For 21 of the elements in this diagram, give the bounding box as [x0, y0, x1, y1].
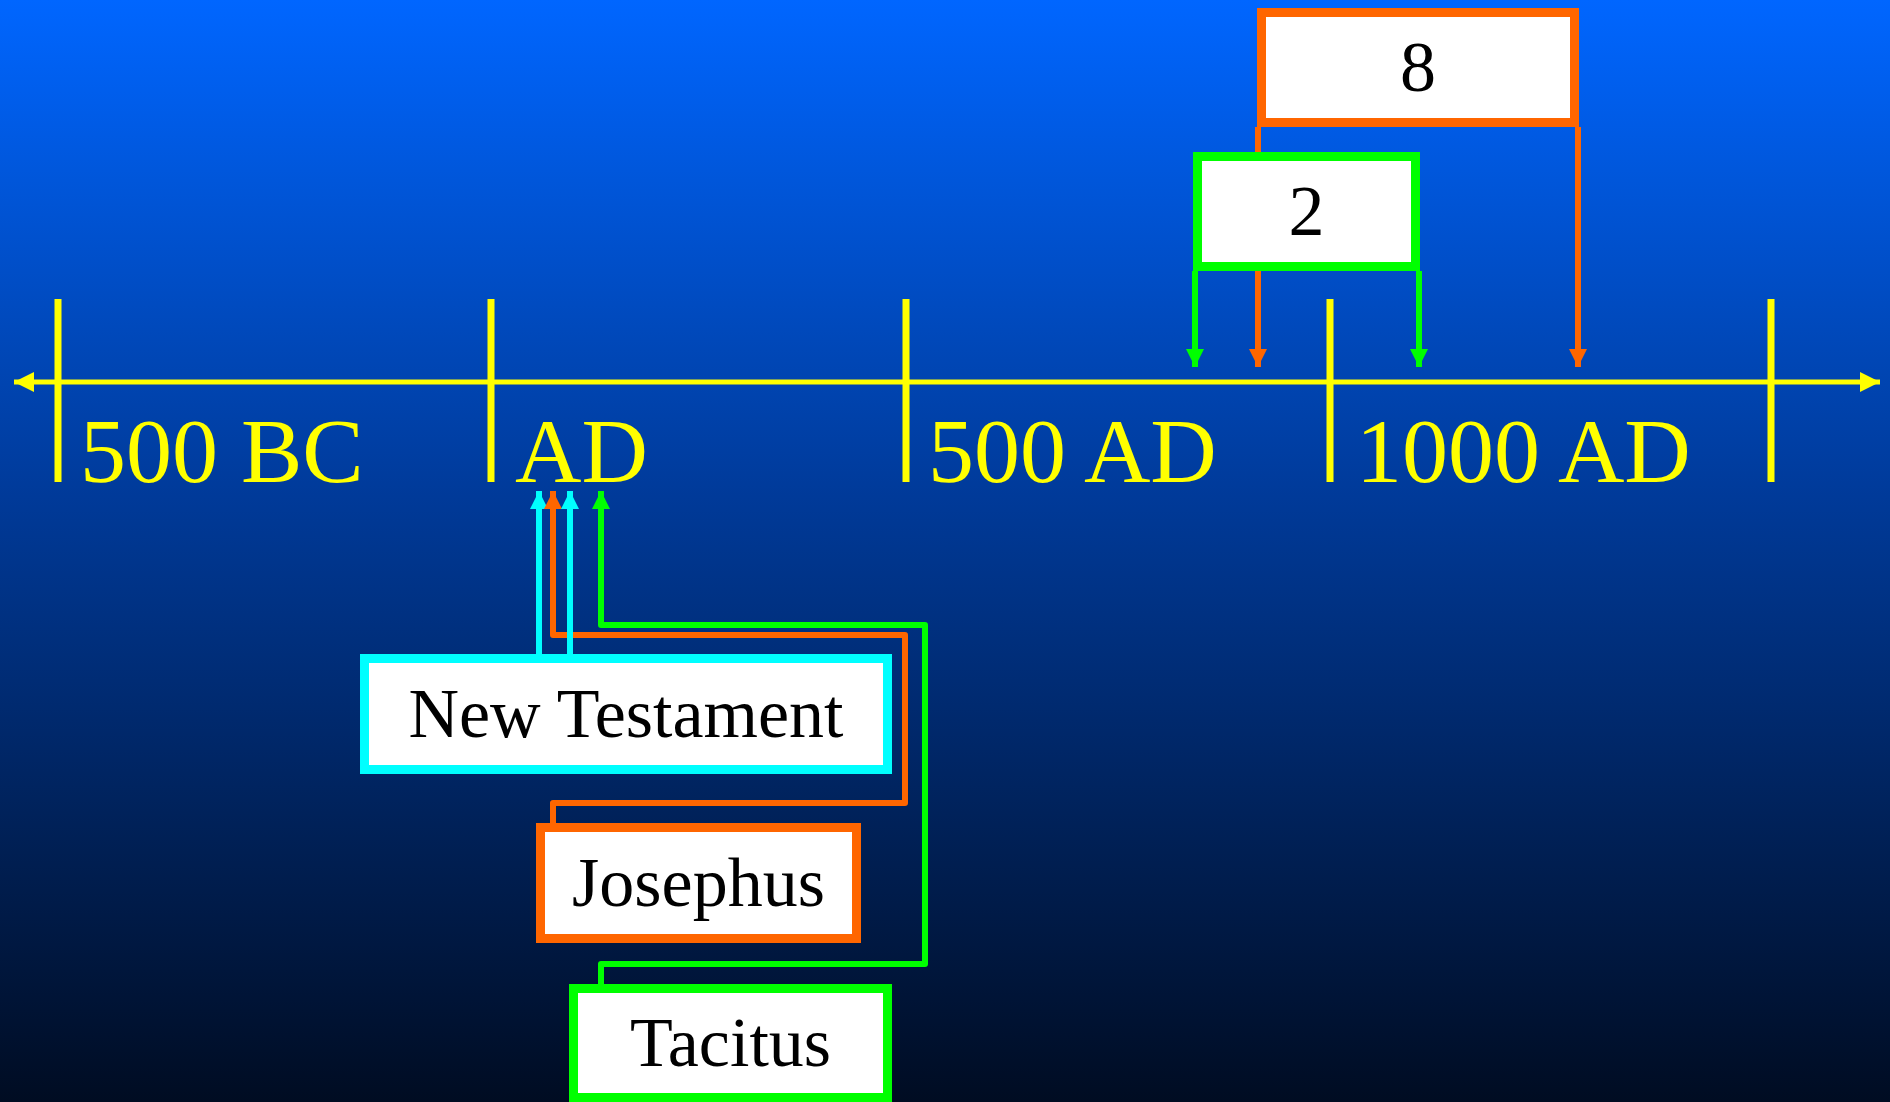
arrow	[592, 491, 928, 984]
year-label: AD	[515, 405, 648, 497]
arrow	[1410, 271, 1428, 367]
arrow	[544, 491, 908, 823]
arrow	[561, 491, 579, 654]
source-box	[1257, 8, 1579, 127]
source-box	[1193, 152, 1420, 271]
arrow	[530, 491, 548, 654]
box-text: 8	[1400, 26, 1436, 109]
arrow	[1569, 127, 1587, 367]
arrow	[1186, 271, 1204, 367]
source-box	[569, 984, 892, 1102]
box-text: Josephus	[572, 843, 825, 923]
box-text: Tacitus	[629, 1003, 832, 1083]
year-label: 1000 AD	[1356, 405, 1691, 497]
year-label: 500 AD	[928, 405, 1217, 497]
box-text: New Testament	[408, 674, 844, 754]
year-label: 500 BC	[80, 405, 364, 497]
source-box	[360, 654, 892, 774]
source-box	[536, 823, 861, 943]
box-text: 2	[1288, 170, 1325, 253]
